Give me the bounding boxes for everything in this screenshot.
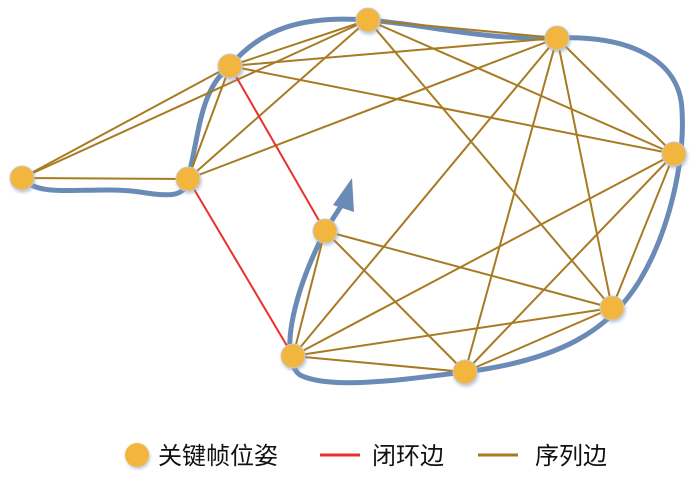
- keyframe-node-B: [175, 166, 201, 192]
- sequence-edge-E-H: [464, 37, 558, 373]
- sequence-edge-F-H: [464, 153, 675, 373]
- legend-keyframe-icon: [125, 443, 149, 467]
- keyframe-node-I: [280, 343, 306, 369]
- sequence-edge-H-I: [292, 355, 466, 373]
- loop-edge-B-I: [187, 178, 294, 357]
- keyframe-nodes: [9, 7, 687, 385]
- keyframe-node-H: [452, 359, 478, 385]
- sequence-edge-B-C: [187, 65, 231, 180]
- sequence-edge-C-D: [229, 19, 369, 67]
- sequence-edge-B-D: [187, 19, 369, 180]
- sequence-edges: [21, 19, 675, 373]
- sequence-edge-G-H: [464, 307, 613, 373]
- loop-edges: [187, 65, 326, 357]
- sequence-edge-C-F: [229, 65, 675, 155]
- sequence-edge-F-G: [611, 153, 675, 309]
- sequence-edge-A-C: [21, 65, 231, 179]
- sequence-edge-D-E: [367, 19, 558, 39]
- loop-edge-C-J: [229, 65, 326, 232]
- sequence-edge-F-I: [292, 153, 675, 357]
- keyframe-node-A: [9, 165, 35, 191]
- trajectory-arrow-icon: [333, 178, 354, 212]
- keyframe-node-F: [661, 141, 687, 167]
- legend-sequence-label: 序列边: [535, 442, 607, 470]
- sequence-edge-B-E: [187, 37, 558, 180]
- sequence-edge-H-J: [324, 230, 466, 373]
- keyframe-node-J: [312, 218, 338, 244]
- keyframe-node-D: [355, 7, 381, 33]
- sequence-edge-E-G: [556, 37, 613, 309]
- sequence-edge-C-E: [229, 37, 558, 67]
- sequence-edge-E-F: [556, 37, 675, 155]
- sequence-edge-D-F: [367, 19, 675, 155]
- sequence-edge-E-I: [292, 37, 558, 357]
- sequence-edge-I-J: [292, 230, 326, 357]
- legend-keyframe-label: 关键帧位姿: [158, 442, 278, 470]
- sequence-edge-A-B: [21, 177, 189, 180]
- sequence-edge-G-I: [292, 307, 613, 357]
- legend-loop-label: 闭环边: [372, 442, 444, 470]
- keyframe-node-G: [599, 295, 625, 321]
- sequence-edge-A-D: [21, 19, 369, 179]
- sequence-edge-G-J: [324, 230, 613, 309]
- keyframe-node-E: [544, 25, 570, 51]
- legend: 关键帧位姿 闭环边 序列边: [125, 442, 607, 470]
- keyframe-node-C: [217, 53, 243, 79]
